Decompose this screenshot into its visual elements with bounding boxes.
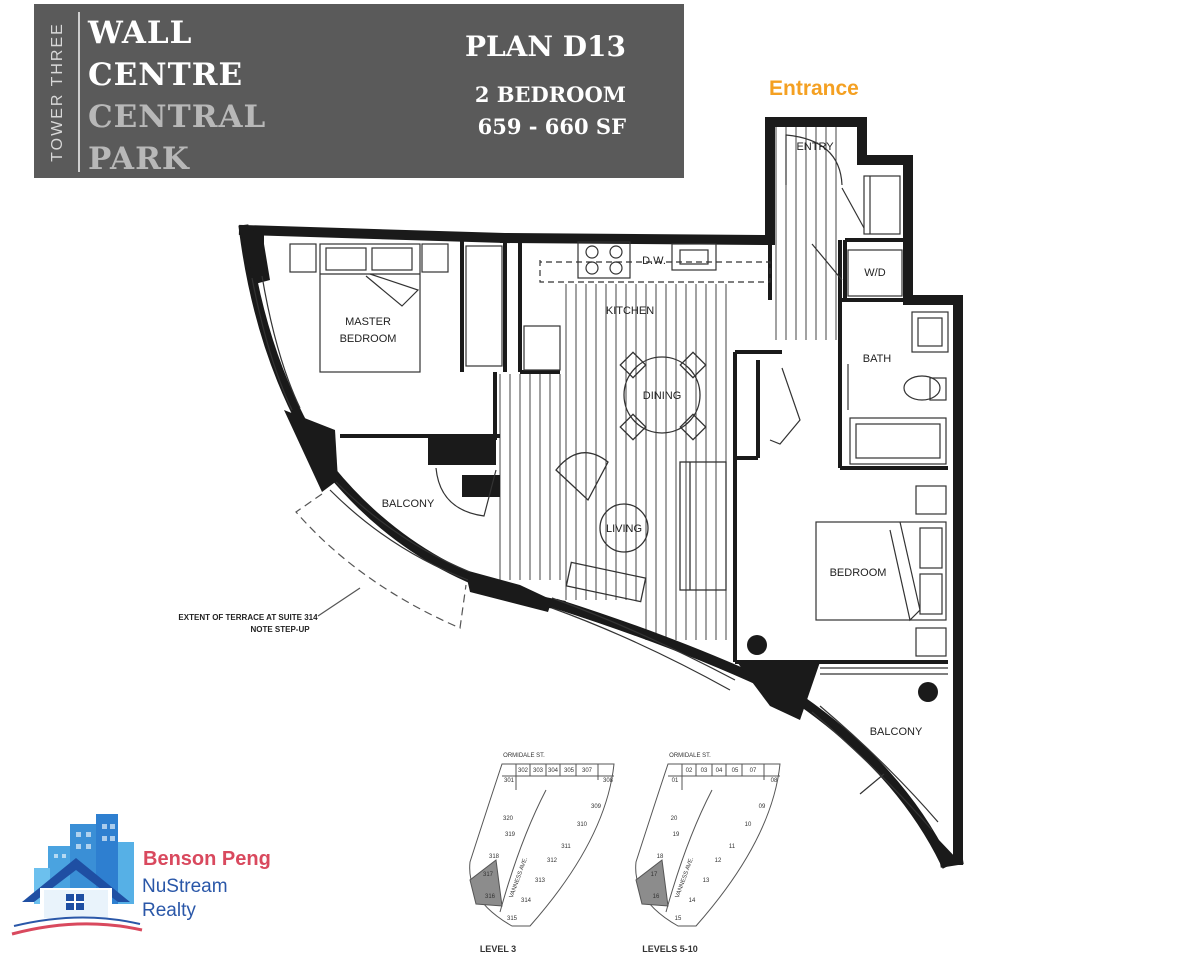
keyplan-level3-highlight [469,859,503,907]
keyplan-levels5-10-label: LEVELS 5-10 [642,944,698,954]
keyplan-levels5-10-unit-01: 01 [672,778,679,784]
keyplan-levels5-10-unit-12: 12 [715,858,722,864]
keyplan-levels5-10-unit-19: 19 [673,832,680,838]
keyplan-levels5-10-street: ORMIDALE ST. [669,753,711,759]
label-dining: DINING [643,390,682,402]
keyplan-level3-label: LEVEL 3 [480,944,516,954]
keyplan-level3-unit-308: 308 [603,778,614,784]
keyplan-levels5-10-unit-18: 18 [657,854,664,860]
company-name-line2: Realty [142,900,196,921]
interior-walls [260,232,958,664]
terrace-note: EXTENT OF TERRACE AT SUITE 314 NOTE STEP… [178,613,318,634]
keyplan-levels5-10-unit-14: 14 [689,898,696,904]
floor-hatching [499,126,837,640]
label-balcony-east: BALCONY [870,726,923,738]
entry-fixtures [785,134,903,297]
keyplan-level3-unit-309: 309 [591,804,602,810]
keyplan-levels5-10-unit-11: 11 [729,844,736,850]
entrance-label: Entrance [769,77,859,100]
keyplan-levels5-10-unit-07: 07 [750,768,757,774]
label-bedroom: BEDROOM [830,567,887,579]
keyplan-level3-unit-304: 304 [548,768,559,774]
plan-area: 659 - 660 SF [477,114,626,139]
dining-set [619,351,707,441]
brand-park: PARK [88,141,190,177]
keyplan-levels5-10-unit-09: 09 [759,804,766,810]
keyplan-level3-unit-307: 307 [582,768,593,774]
bedroom-furniture [769,367,947,657]
keyplan-level3-unit-312: 312 [547,858,558,864]
keyplan-levels5-10-unit-03: 03 [701,768,708,774]
keyplan-levels5-10-unit-20: 20 [671,816,678,822]
keyplan-level3 [469,763,615,927]
keyplan-level3-unit-317: 317 [483,872,494,878]
bath-fixtures [847,311,949,465]
living-furniture [555,452,727,603]
keyplan-level3-avenue: VANNESS AVE. [509,856,529,899]
brand-centre: CENTRE [88,57,244,93]
balcony-door [435,467,497,517]
plan-name: PLAN D13 [464,30,626,63]
keyplan-level3-unit-313: 313 [535,878,546,884]
keyplan-levels5-10-avenue: VANNESS AVE. [675,856,695,899]
label-entry: ENTRY [796,141,834,153]
keyplan-levels5-10-unit-05: 05 [732,768,739,774]
master-bedroom-furniture [289,243,449,373]
label-master-1: MASTER [345,316,391,328]
keyplan-levels5-10-text: ORMIDALE ST. LEVELS 5-10 VANNESS AVE. 01… [642,753,778,954]
keyplan-levels5-10 [635,763,781,927]
keyplan-level3-unit-302: 302 [518,768,529,774]
label-dw: D.W. [642,255,666,267]
agent-name: Benson Peng [143,848,271,870]
keyplan-level3-street: ORMIDALE ST. [503,753,545,759]
header-divider [78,12,80,172]
keyplan-level3-unit-314: 314 [521,898,532,904]
terrace-note-line1: EXTENT OF TERRACE AT SUITE 314 [178,613,318,622]
company-name-line1: NuStream [142,876,228,897]
keyplan-levels5-10-unit-02: 02 [686,768,693,774]
room-labels: ENTRY D.W. W/D KITCHEN MASTER BEDROOM BA… [340,141,923,738]
keyplan-levels5-10-unit-15: 15 [675,916,682,922]
keyplan-level3-unit-311: 311 [561,844,571,850]
keyplan-level3-unit-318: 318 [489,854,500,860]
terrace-note-line2: NOTE STEP-UP [250,625,310,634]
keyplan-levels5-10-unit-16: 16 [653,894,660,900]
keyplan-levels5-10-unit-17: 17 [651,872,658,878]
plan-header: TOWER THREE WALL CENTRE CENTRAL PARK PLA… [34,4,684,178]
label-living: LIVING [606,523,642,535]
keyplan-level3-unit-320: 320 [503,816,514,822]
keyplan-level3-text: ORMIDALE ST. LEVEL 3 VANNESS AVE. 301302… [480,753,614,954]
keyplan-level3-unit-315: 315 [507,916,518,922]
label-kitchen: KITCHEN [606,305,654,317]
keyplan-levels5-10-unit-04: 04 [716,768,723,774]
label-bath: BATH [863,353,892,365]
exterior-walls [238,117,964,869]
west-windows [251,275,948,831]
wall-blocks [240,228,958,862]
keyplan-levels5-10-highlight [635,859,669,907]
brand-central: CENTRAL [88,99,267,135]
kitchen-fixtures [465,241,771,371]
terrace-extent [295,493,467,629]
keyplan-level3-unit-316: 316 [485,894,496,900]
keyplan-levels5-10-unit-08: 08 [771,778,778,784]
keyplan-levels5-10-unit-10: 10 [745,822,752,828]
keyplan-level3-unit-305: 305 [564,768,575,774]
keyplan-level3-unit-301: 301 [504,778,515,784]
keyplan-level3-unit-303: 303 [533,768,544,774]
keyplan-level3-unit-319: 319 [505,832,516,838]
label-balcony-west: BALCONY [382,498,435,510]
nustream-logo-icon [11,814,143,936]
columns [747,635,938,702]
label-master-2: BEDROOM [340,333,397,345]
plan-bedrooms: 2 BEDROOM [474,82,626,107]
label-wd: W/D [864,267,885,279]
keyplan-level3-unit-310: 310 [577,822,588,828]
brand-wall: WALL [88,15,193,51]
keyplan-levels5-10-unit-13: 13 [703,878,710,884]
